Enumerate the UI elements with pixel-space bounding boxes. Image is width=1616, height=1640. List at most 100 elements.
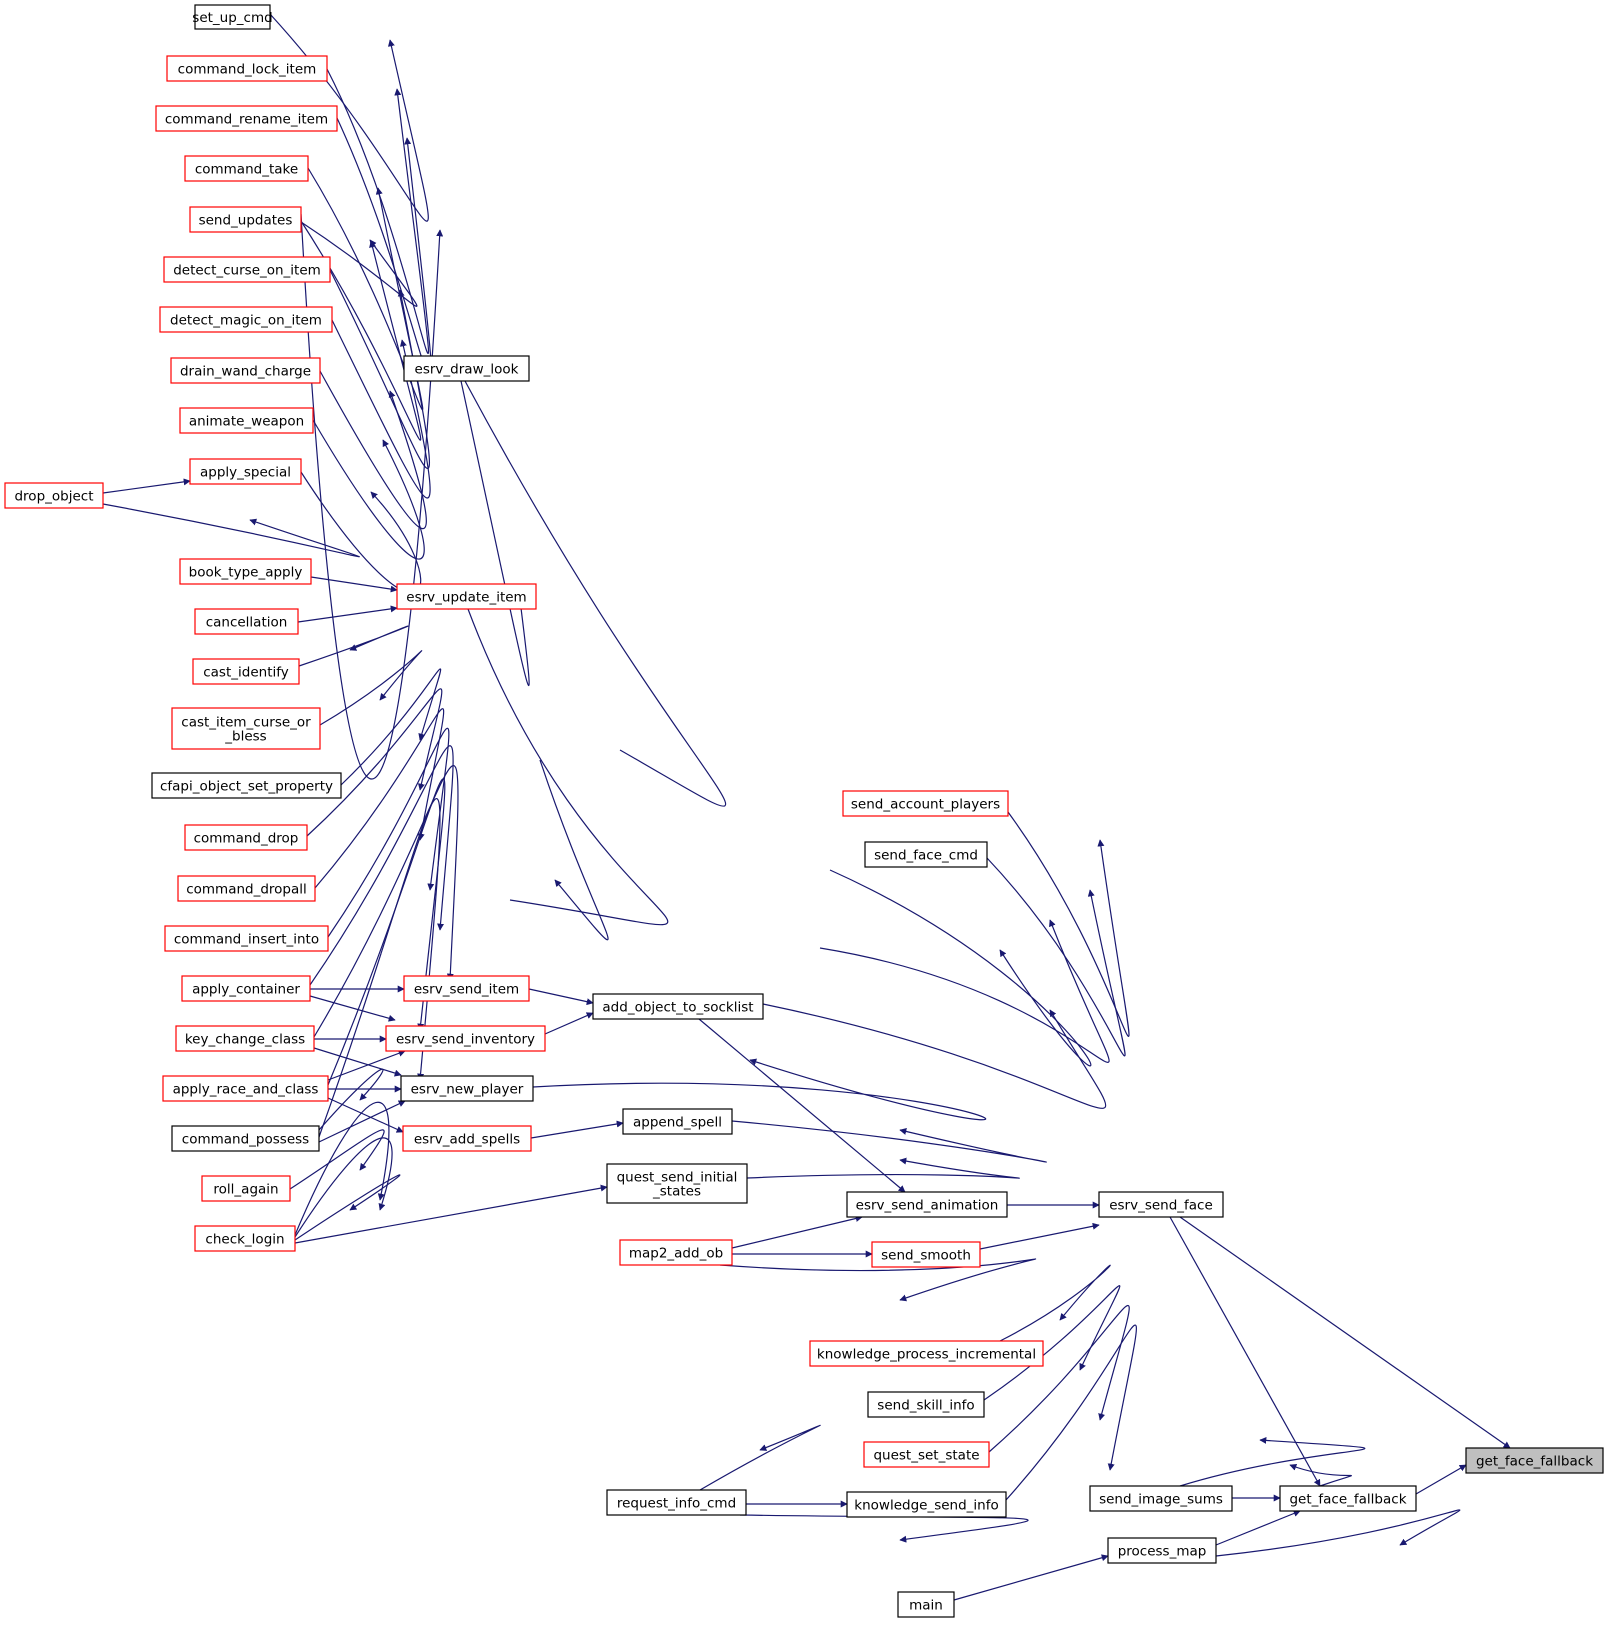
edge-detect_magic_on_item-to-esrv_update_item bbox=[331, 319, 431, 499]
edge-esrv_draw_look-to-esrv_send_face bbox=[829, 869, 1092, 1067]
edge-command_rename_item-to-esrv_update_item bbox=[336, 117, 433, 382]
node-label: animate_weapon bbox=[189, 414, 304, 430]
node-cast-identify[interactable]: cast_identify bbox=[192, 658, 300, 685]
node-get-face-fallback-mid[interactable]: get_face_fallback bbox=[1279, 1485, 1417, 1512]
node-send-account-players[interactable]: send_account_players bbox=[842, 790, 1009, 817]
node-box bbox=[403, 975, 530, 1002]
node-map2-add-ob[interactable]: map2_add_ob bbox=[619, 1239, 733, 1266]
node-apply-container[interactable]: apply_container bbox=[181, 975, 311, 1002]
node-cancellation[interactable]: cancellation bbox=[194, 608, 299, 635]
edge-apply_race_and_class-to-esrv_update_item bbox=[327, 778, 446, 1086]
node-send-smooth[interactable]: send_smooth bbox=[871, 1241, 981, 1268]
node-box bbox=[189, 458, 302, 485]
edge-send_image_sums-to-get_face_fallback bbox=[1179, 1436, 1366, 1487]
node-box bbox=[864, 841, 988, 868]
node-command-dropall[interactable]: command_dropall bbox=[177, 875, 316, 902]
node-knowledge-send-info[interactable]: knowledge_send_info bbox=[846, 1491, 1007, 1518]
edge-get_face_fallback_mid-to-get_face_fallback bbox=[1415, 1464, 1467, 1495]
edge-cfapi_object_set_property-to-esrv_update_item bbox=[340, 668, 442, 786]
node-drop-object[interactable]: drop_object bbox=[4, 482, 104, 509]
edge-apply_race_and_class-to-esrv_add_spells bbox=[327, 1097, 404, 1133]
node-get-face-fallback[interactable]: get_face_fallback bbox=[1465, 1447, 1604, 1474]
node-animate-weapon[interactable]: animate_weapon bbox=[179, 407, 314, 434]
node-box bbox=[402, 1125, 532, 1152]
node-box bbox=[184, 824, 308, 851]
edge-apply_race_and_class-to-esrv_send_inventory bbox=[327, 1049, 406, 1081]
node-label: cast_item_curse_or bbox=[181, 715, 311, 731]
node-quest-set-state[interactable]: quest_set_state bbox=[863, 1441, 990, 1468]
node-command-insert-into[interactable]: command_insert_into bbox=[164, 925, 329, 952]
edge-check_login-to-quest_send_initial_states bbox=[294, 1184, 608, 1244]
node-cfapi-object-set-property[interactable]: cfapi_object_set_property bbox=[151, 772, 342, 799]
node-detect-curse-on-item[interactable]: detect_curse_on_item bbox=[163, 256, 331, 283]
node-label: append_spell bbox=[633, 1115, 722, 1131]
node-command-take[interactable]: command_take bbox=[184, 155, 309, 182]
edge-map2_add_ob-to-esrv_send_face bbox=[719, 1258, 1037, 1302]
node-key-change-class[interactable]: key_change_class bbox=[175, 1025, 315, 1052]
edge-cancellation-to-esrv_update_item bbox=[297, 605, 398, 623]
node-label: quest_send_initial bbox=[617, 1170, 738, 1186]
node-send-image-sums[interactable]: send_image_sums bbox=[1089, 1485, 1233, 1512]
node-esrv-update-item[interactable]: esrv_update_item bbox=[396, 583, 537, 610]
edge-esrv_add_spells-to-append_spell bbox=[530, 1120, 624, 1139]
node-apply-special[interactable]: apply_special bbox=[189, 458, 302, 485]
node-send-face-cmd[interactable]: send_face_cmd bbox=[864, 841, 988, 868]
node-detect-magic-on-item[interactable]: detect_magic_on_item bbox=[159, 306, 333, 333]
node-box bbox=[194, 1225, 296, 1252]
node-append-spell[interactable]: append_spell bbox=[622, 1108, 733, 1135]
node-apply-race-and-class[interactable]: apply_race_and_class bbox=[162, 1075, 329, 1102]
edge-check_login-to-esrv_send_inventory bbox=[294, 1101, 390, 1236]
node-send-skill-info[interactable]: send_skill_info bbox=[867, 1391, 985, 1418]
node-box bbox=[181, 975, 311, 1002]
node-set-up-cmd[interactable]: set_up_cmd bbox=[192, 4, 273, 30]
node-esrv-send-animation[interactable]: esrv_send_animation bbox=[846, 1191, 1008, 1218]
edge-drop_object-to-apply_special bbox=[102, 478, 191, 494]
node-esrv-send-item[interactable]: esrv_send_item bbox=[403, 975, 530, 1002]
node-label: key_change_class bbox=[185, 1032, 305, 1048]
node-drain-wand-charge[interactable]: drain_wand_charge bbox=[170, 357, 321, 384]
node-command-possess[interactable]: command_possess bbox=[171, 1125, 320, 1152]
node-label: apply_special bbox=[200, 465, 291, 481]
node-label: command_take bbox=[195, 162, 298, 178]
node-label: send_image_sums bbox=[1099, 1492, 1223, 1508]
node-book-type-apply[interactable]: book_type_apply bbox=[179, 558, 312, 585]
edge-cast_identify-to-esrv_update_item bbox=[298, 625, 409, 667]
node-roll-again[interactable]: roll_again bbox=[201, 1175, 291, 1202]
node-esrv-new-player[interactable]: esrv_new_player bbox=[400, 1075, 534, 1102]
node-command-drop[interactable]: command_drop bbox=[184, 824, 308, 851]
node-box bbox=[400, 1075, 534, 1102]
node-box bbox=[809, 1340, 1044, 1367]
node-check-login[interactable]: check_login bbox=[194, 1225, 296, 1252]
node-command-rename-item[interactable]: command_rename_item bbox=[155, 105, 338, 132]
node-label: esrv_add_spells bbox=[414, 1132, 520, 1148]
node-box bbox=[1098, 1191, 1224, 1218]
node-esrv-draw-look[interactable]: esrv_draw_look bbox=[403, 355, 530, 382]
node-label: esrv_send_face bbox=[1109, 1198, 1213, 1214]
node-esrv-add-spells[interactable]: esrv_add_spells bbox=[402, 1125, 532, 1152]
node-knowledge-process-incremental[interactable]: knowledge_process_incremental bbox=[809, 1340, 1044, 1367]
node-box bbox=[846, 1191, 1008, 1218]
edge-key_change_class-to-esrv_new_player bbox=[313, 1047, 402, 1077]
node-process-map[interactable]: process_map bbox=[1107, 1537, 1217, 1564]
node-label: request_info_cmd bbox=[617, 1496, 736, 1512]
node-request-info-cmd[interactable]: request_info_cmd bbox=[606, 1489, 747, 1516]
edge-set_up_cmd-to-esrv_draw_look bbox=[269, 13, 429, 222]
node-label: _states bbox=[652, 1184, 701, 1200]
node-send-updates[interactable]: send_updates bbox=[189, 206, 302, 233]
node-esrv-send-inventory[interactable]: esrv_send_inventory bbox=[385, 1025, 546, 1052]
node-command-lock-item[interactable]: command_lock_item bbox=[166, 55, 328, 82]
node-box bbox=[396, 583, 537, 610]
node-quest-send-initial-states[interactable]: quest_send_initial_states bbox=[606, 1163, 748, 1204]
node-cast-item-curse-or-bless[interactable]: cast_item_curse_or_bless bbox=[171, 707, 321, 750]
edges-layer bbox=[102, 13, 1511, 1601]
node-esrv-send-face[interactable]: esrv_send_face bbox=[1098, 1191, 1224, 1218]
node-label: main bbox=[909, 1598, 943, 1614]
node-label: cast_identify bbox=[203, 665, 289, 681]
node-label: command_lock_item bbox=[178, 62, 317, 78]
node-box bbox=[622, 1108, 733, 1135]
edge-command_dropall-to-esrv_update_item bbox=[314, 708, 445, 889]
node-add-object-to-socklist[interactable]: add_object_to_socklist bbox=[592, 993, 764, 1020]
edge-esrv_new_player-to-esrv_send_face bbox=[532, 1058, 987, 1121]
node-main[interactable]: main bbox=[897, 1591, 955, 1618]
node-label: apply_race_and_class bbox=[173, 1082, 319, 1098]
